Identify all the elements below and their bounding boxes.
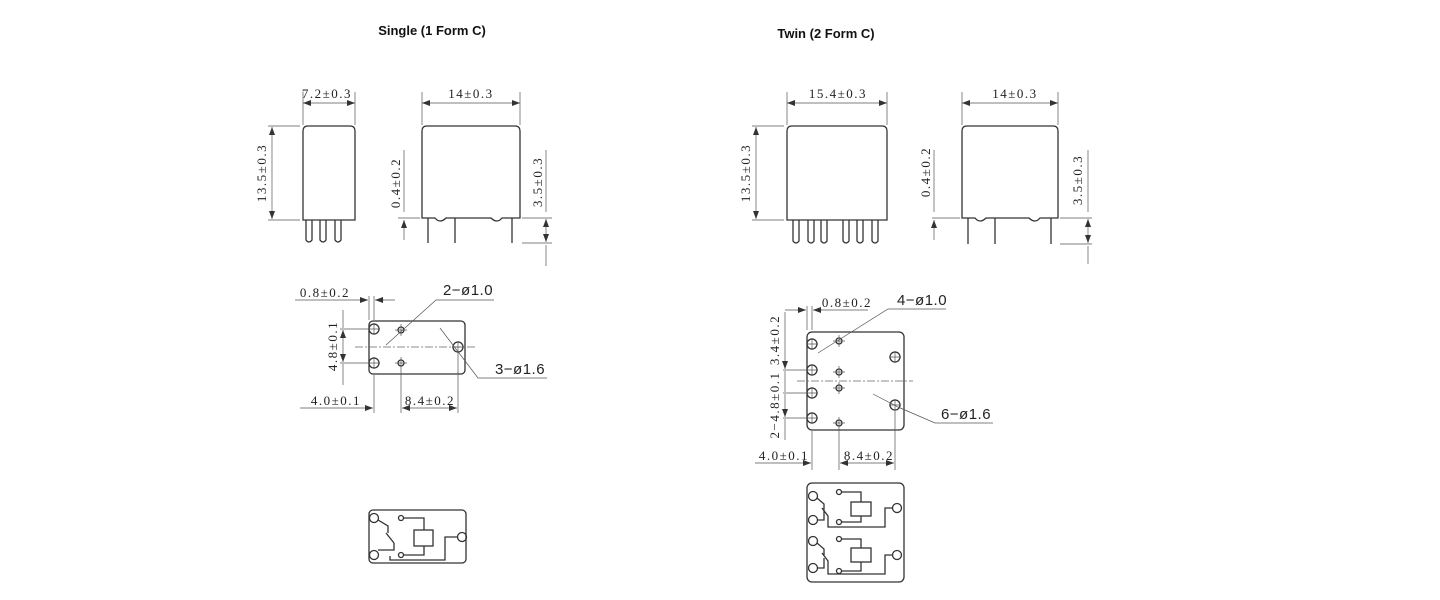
single-title: Single (1 Form C) <box>378 23 486 38</box>
single-col-a-dim: 4.0±0.1 <box>311 393 361 408</box>
twin-large-holes-label: 6−ø1.6 <box>941 406 991 423</box>
single-section: Single (1 Form C) 7.2±0.3 13.5±0.3 14±0.… <box>254 23 552 564</box>
single-large-holes-label: 3−ø1.6 <box>495 361 545 378</box>
single-small-holes-label: 2−ø1.0 <box>443 282 493 299</box>
twin-title: Twin (2 Form C) <box>777 26 874 41</box>
twin-width-dim: 15.4±0.3 <box>809 86 867 101</box>
single-row-pitch-dim: 4.8±0.1 <box>325 321 340 371</box>
single-side-view: 7.2±0.3 13.5±0.3 <box>254 86 356 243</box>
twin-small-holes-label: 4−ø1.0 <box>897 292 947 309</box>
twin-pin-length-dim: 3.5±0.3 <box>1070 155 1085 205</box>
single-width-dim: 7.2±0.3 <box>302 86 352 101</box>
twin-schematic <box>806 482 905 583</box>
single-pin-offset-dim: 0.8±0.2 <box>300 285 350 300</box>
twin-height-dim: 13.5±0.3 <box>738 144 753 202</box>
single-height-dim: 13.5±0.3 <box>254 144 269 202</box>
single-pin-length-dim: 3.5±0.3 <box>530 157 545 207</box>
twin-col-a-dim: 4.0±0.1 <box>759 448 809 463</box>
twin-standoff-dim: 0.4±0.2 <box>918 147 933 197</box>
twin-pcb-layout: 0.8±0.2 4−ø1.0 3.4±0.2 2−4.8±0.1 6−ø1.6 … <box>755 292 993 470</box>
twin-pin-offset-dim: 0.8±0.2 <box>822 295 872 310</box>
twin-row-pitch-a-dim: 3.4±0.2 <box>767 315 782 365</box>
single-schematic <box>368 509 468 564</box>
twin-side-view: 15.4±0.3 13.5±0.3 <box>738 86 888 244</box>
single-front-view: 14±0.3 0.4±0.2 3.5±0.3 <box>388 86 552 266</box>
twin-col-b-dim: 8.4±0.2 <box>844 448 894 463</box>
twin-front-view: 14±0.3 0.4±0.2 3.5±0.3 <box>918 86 1092 264</box>
single-standoff-dim: 0.4±0.2 <box>388 158 403 208</box>
single-col-b-dim: 8.4±0.2 <box>405 393 455 408</box>
single-length-dim: 14±0.3 <box>448 86 493 101</box>
twin-row-pitch-b-dim: 2−4.8±0.1 <box>767 372 782 439</box>
twin-length-dim: 14±0.3 <box>992 86 1037 101</box>
twin-section: Twin (2 Form C) 15.4±0.3 13.5±0.3 14±0.3… <box>738 26 1092 583</box>
single-pcb-layout: 0.8±0.2 2−ø1.0 4.8±0.1 3−ø1.6 4.0±0.1 8.… <box>295 282 547 413</box>
